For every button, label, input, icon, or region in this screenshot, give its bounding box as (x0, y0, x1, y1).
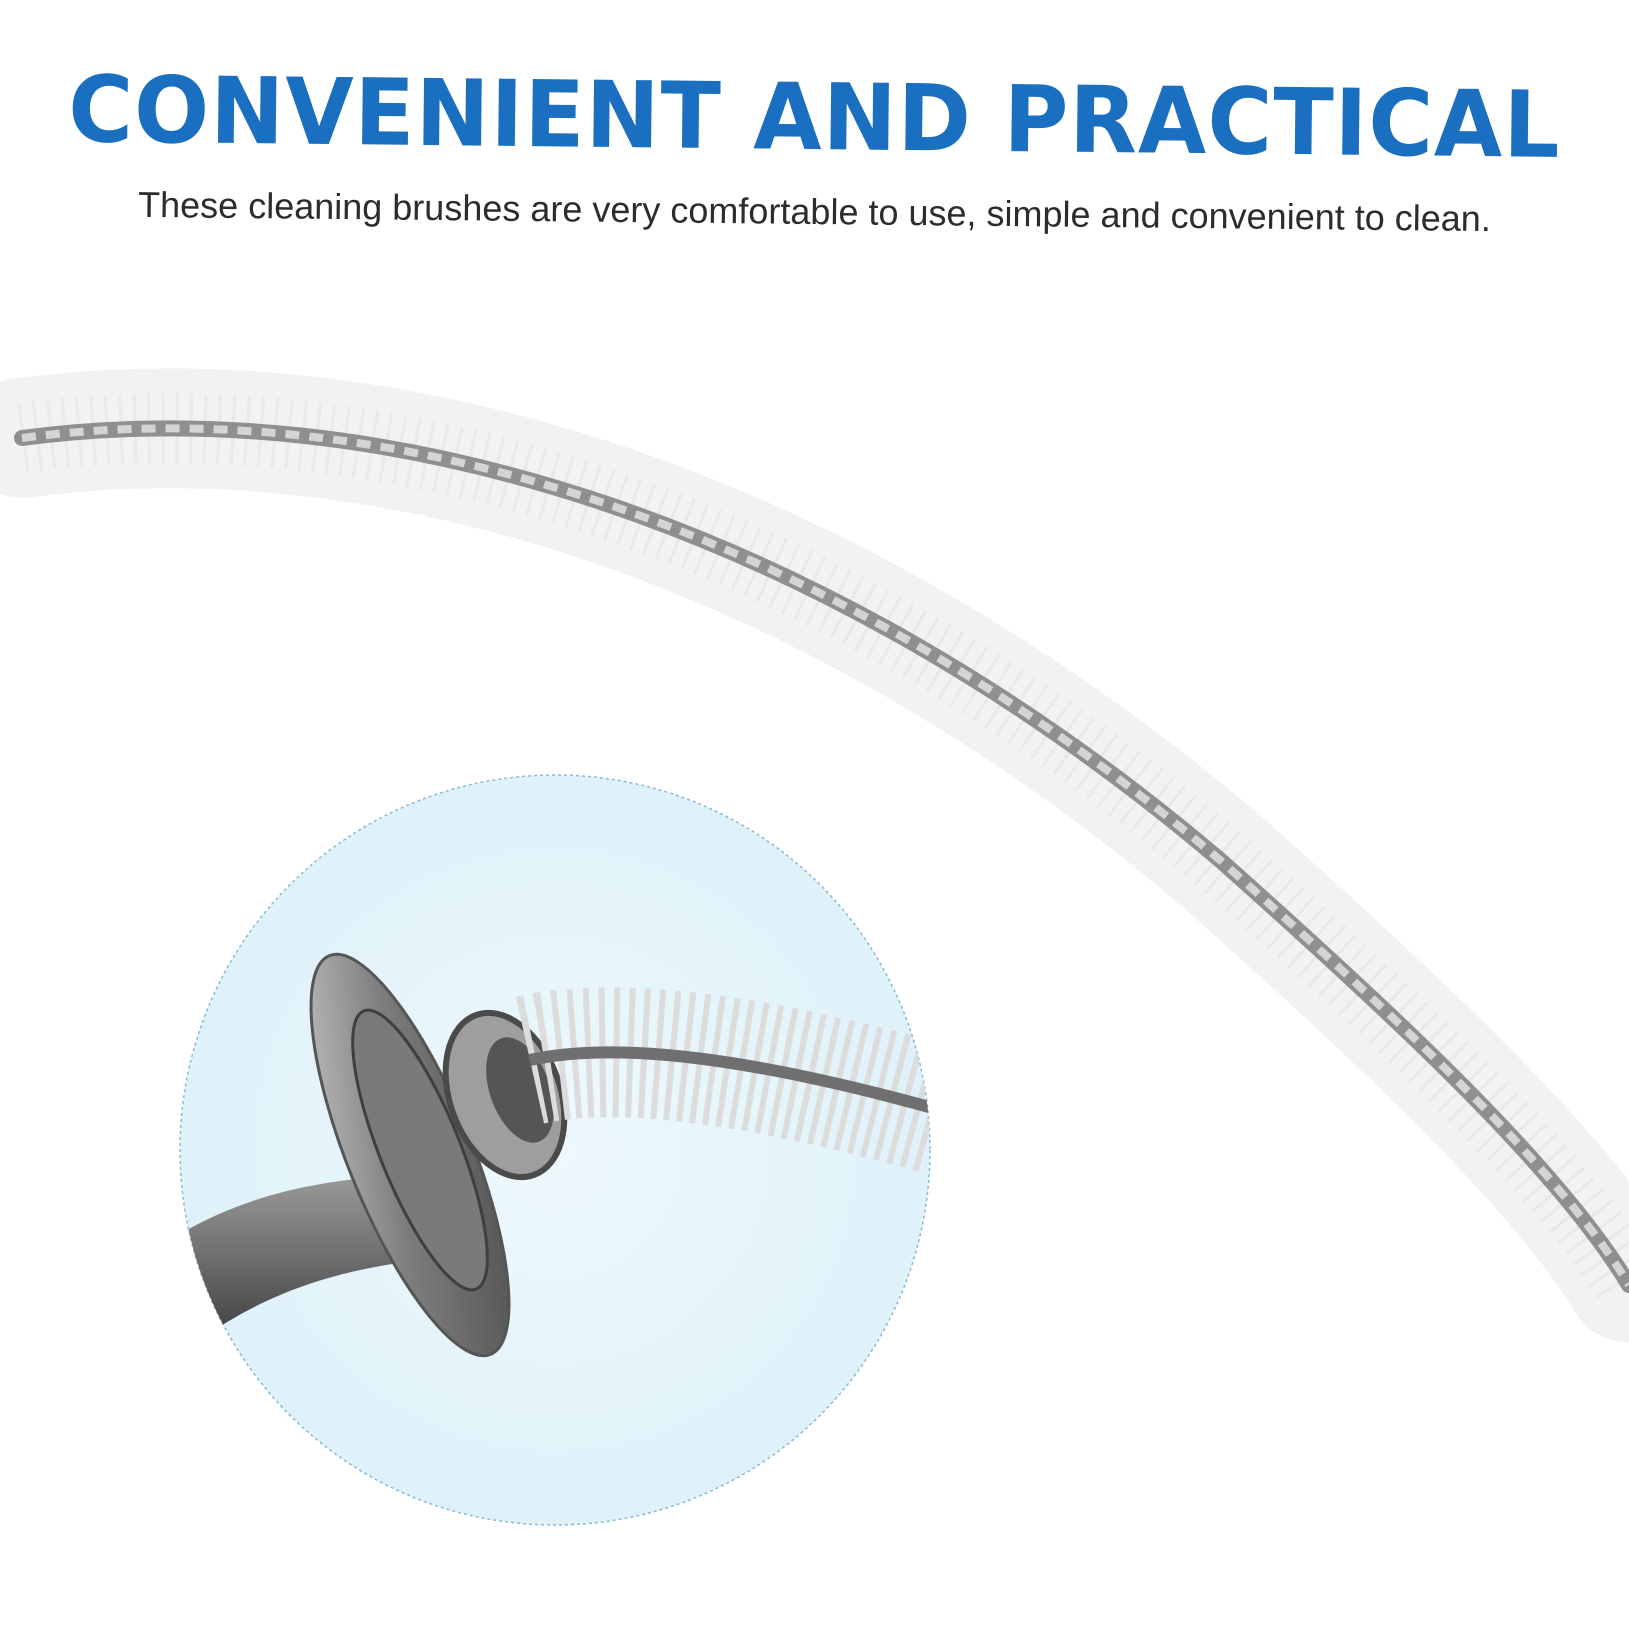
closeup-group (180, 952, 930, 1358)
flange-inner (351, 1008, 489, 1292)
closeup-wire (528, 1046, 930, 1116)
twisted-wire (14, 420, 1629, 1293)
drain-pipe (180, 1175, 420, 1340)
